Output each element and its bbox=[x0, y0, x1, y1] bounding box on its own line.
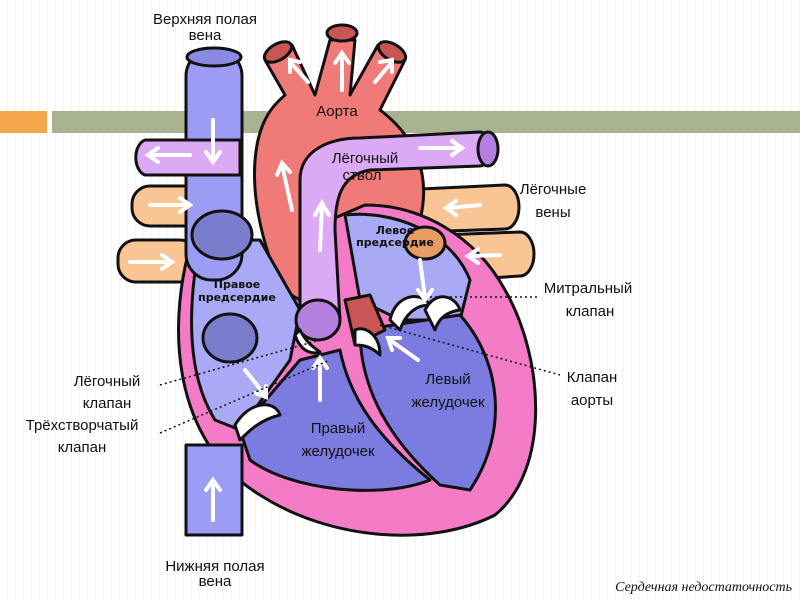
label-mitral-1: Митральный bbox=[544, 280, 632, 297]
label-left-atrium-1: Левое bbox=[376, 224, 415, 237]
blood-flow-arrows bbox=[128, 49, 502, 522]
label-right-atrium-2: предсердие bbox=[198, 291, 276, 304]
label-right-ventricle-1: Правый bbox=[311, 420, 366, 437]
label-aortic-valve-2: аорты bbox=[571, 392, 613, 409]
label-mitral-2: клапан bbox=[566, 303, 615, 320]
label-pulmonary-valve-2: клапан bbox=[83, 395, 132, 412]
label-left-atrium-2: предсердие bbox=[356, 236, 434, 249]
label-right-ventricle-2: желудочек bbox=[301, 443, 375, 460]
label-aortic-valve-1: Клапан bbox=[567, 369, 618, 386]
slide-caption: Сердечная недостаточность bbox=[615, 580, 792, 595]
label-tricuspid-1: Трёхстворчатый bbox=[26, 417, 139, 434]
label-ivc-2: вена bbox=[199, 573, 232, 590]
label-pulmonary-veins-1: Лёгочные bbox=[520, 181, 587, 198]
label-pulmonary-valve-1: Лёгочный bbox=[74, 373, 141, 390]
label-right-atrium-1: Правое bbox=[214, 278, 260, 291]
left-ventricle bbox=[358, 313, 497, 492]
label-pulmonary-veins-2: вены bbox=[535, 204, 570, 221]
tricuspid-valve bbox=[233, 403, 282, 442]
header-accent-block bbox=[0, 111, 47, 133]
label-svc-2: вена bbox=[189, 27, 222, 44]
label-left-ventricle-1: Левый bbox=[425, 371, 470, 388]
label-aorta: Аорта bbox=[316, 103, 358, 120]
label-pulmonary-trunk-2: ствол bbox=[343, 167, 382, 184]
right-ventricle bbox=[238, 348, 432, 492]
header-bar bbox=[52, 111, 800, 133]
label-pulmonary-trunk-1: Лёгочный bbox=[332, 150, 399, 167]
label-left-ventricle-2: желудочек bbox=[411, 394, 485, 411]
label-svc-1: Верхняя полая bbox=[153, 11, 257, 28]
label-ivc-1: Нижняя полая bbox=[165, 558, 264, 575]
aortic-valve bbox=[353, 327, 382, 357]
label-tricuspid-2: клапан bbox=[58, 439, 107, 456]
